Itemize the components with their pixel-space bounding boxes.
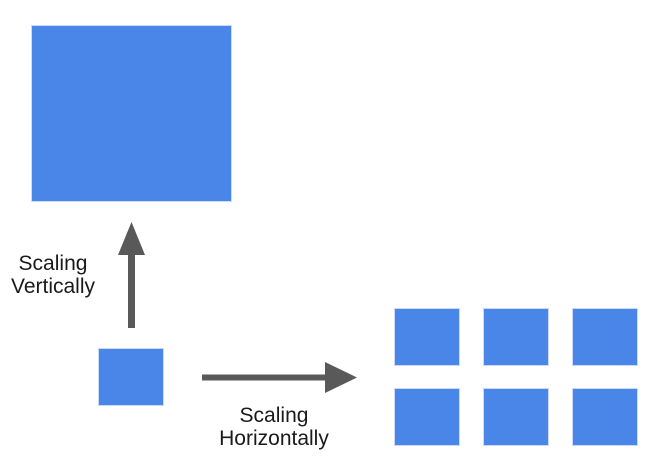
original-square	[98, 348, 164, 406]
vertically-scaled-square	[31, 25, 232, 202]
horizontal-grid	[394, 308, 638, 446]
grid-square	[483, 308, 549, 366]
vertical-scaling-label-line2: Vertically	[10, 275, 96, 298]
right-arrow-icon	[202, 362, 357, 393]
vertical-scaling-label: Scaling Vertically	[0, 252, 106, 298]
up-arrow-icon	[118, 222, 145, 328]
grid-square	[394, 388, 460, 446]
grid-square	[394, 308, 460, 366]
horizontal-scaling-label: Scaling Horizontally	[194, 404, 354, 450]
horizontal-scaling-label-line2: Horizontally	[219, 427, 329, 450]
grid-square	[572, 388, 638, 446]
grid-square	[572, 308, 638, 366]
vertical-scaling-label-line1: Scaling	[18, 252, 88, 275]
grid-square	[483, 388, 549, 446]
horizontal-scaling-label-line1: Scaling	[239, 404, 309, 427]
